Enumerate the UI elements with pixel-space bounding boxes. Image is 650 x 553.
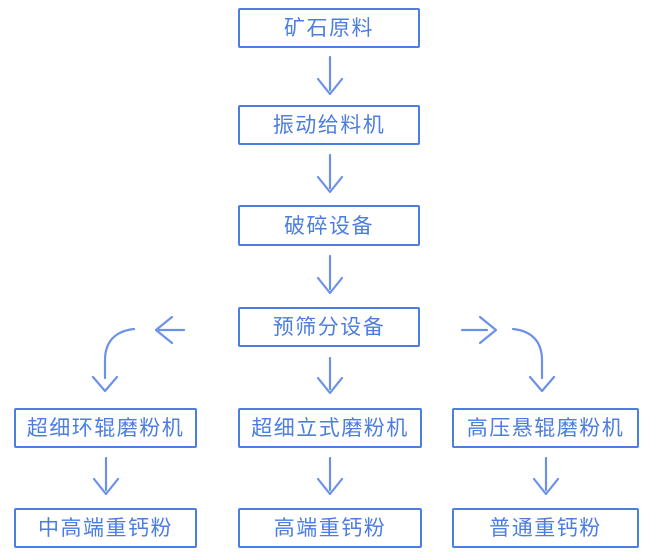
node-ultrafine-ring-roller-mill-label: 超细环辊磨粉机	[26, 417, 185, 440]
node-high-pressure-suspension-roller-mill: 高压悬辊磨粉机	[452, 408, 639, 448]
arrow-screen-to-mill-left-icon	[91, 315, 186, 393]
node-pre-screening-equipment-label: 预筛分设备	[272, 316, 386, 339]
node-ultrafine-vertical-mill-label: 超细立式磨粉机	[251, 417, 409, 440]
node-ultrafine-vertical-mill: 超细立式磨粉机	[238, 408, 422, 448]
node-ordinary-calcium-powder: 普通重钙粉	[452, 508, 639, 548]
node-ore-material-label: 矿石原料	[284, 17, 374, 40]
node-crushing-equipment-label: 破碎设备	[284, 214, 374, 238]
node-crushing-equipment: 破碎设备	[238, 205, 420, 246]
node-high-end-calcium-powder: 高端重钙粉	[238, 508, 422, 548]
arrow-ore-to-feeder-icon	[316, 55, 344, 96]
arrow-mill-left-to-powder-left-icon	[92, 456, 120, 496]
node-vibrating-feeder: 振动给料机	[238, 105, 420, 145]
node-high-end-calcium-powder-label: 高端重钙粉	[273, 517, 387, 540]
arrow-screen-to-mill-right-icon	[460, 315, 556, 393]
node-pre-screening-equipment: 预筛分设备	[238, 307, 420, 347]
arrow-feeder-to-crusher-icon	[316, 153, 344, 194]
node-ordinary-calcium-powder-label: 普通重钙粉	[489, 517, 602, 540]
arrow-mill-right-to-powder-right-icon	[532, 456, 560, 496]
arrow-screen-to-mill-center-icon	[316, 356, 344, 395]
node-mid-high-end-calcium-powder: 中高端重钙粉	[14, 508, 197, 548]
node-vibrating-feeder-label: 振动给料机	[272, 114, 386, 137]
arrow-crusher-to-screen-icon	[316, 254, 344, 295]
arrow-mill-center-to-powder-center-icon	[316, 456, 344, 496]
node-high-pressure-suspension-roller-mill-label: 高压悬辊磨粉机	[466, 417, 625, 440]
node-ore-material: 矿石原料	[238, 8, 420, 48]
node-ultrafine-ring-roller-mill: 超细环辊磨粉机	[14, 408, 197, 448]
node-mid-high-end-calcium-powder-label: 中高端重钙粉	[38, 517, 173, 540]
